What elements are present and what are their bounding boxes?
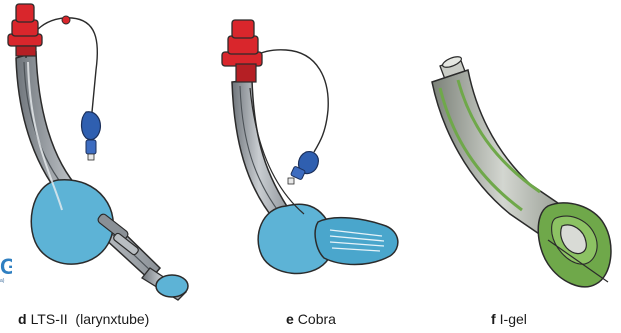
- lts-ii-larynxtube-device: [8, 4, 188, 300]
- caption-d-name: LTS-II (larynxtube): [31, 311, 150, 327]
- cobra-device: [222, 20, 398, 273]
- caption-e-name: Cobra: [298, 311, 336, 327]
- i-gel-device: [432, 55, 611, 287]
- lts-distal-cuff: [156, 275, 188, 297]
- caption-d-letter: d: [18, 311, 27, 327]
- caption-e-letter: e: [286, 311, 294, 327]
- edge-fragment: G a): [0, 256, 12, 296]
- lts-red-connector: [8, 4, 70, 56]
- cobra-head: [315, 218, 398, 265]
- lts-pilot-balloon: [82, 112, 101, 140]
- cobra-red-connector: [222, 20, 262, 82]
- caption-f-name: I-gel: [500, 311, 527, 327]
- caption-f-letter: f: [491, 311, 496, 327]
- edge-fragment-glyph: G: [0, 256, 12, 279]
